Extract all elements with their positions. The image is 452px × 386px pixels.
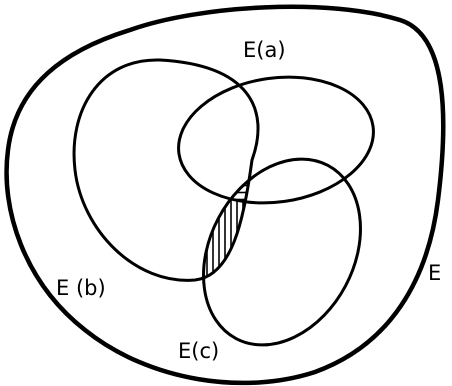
universe-set-e bbox=[4, 4, 446, 386]
set-c bbox=[202, 157, 362, 347]
label-set-b: E (b) bbox=[56, 276, 106, 300]
set-b bbox=[72, 58, 260, 282]
label-universe: E bbox=[428, 261, 441, 285]
set-a bbox=[177, 75, 375, 205]
label-set-c: E(c) bbox=[178, 339, 219, 363]
label-set-a: E(a) bbox=[243, 38, 286, 62]
